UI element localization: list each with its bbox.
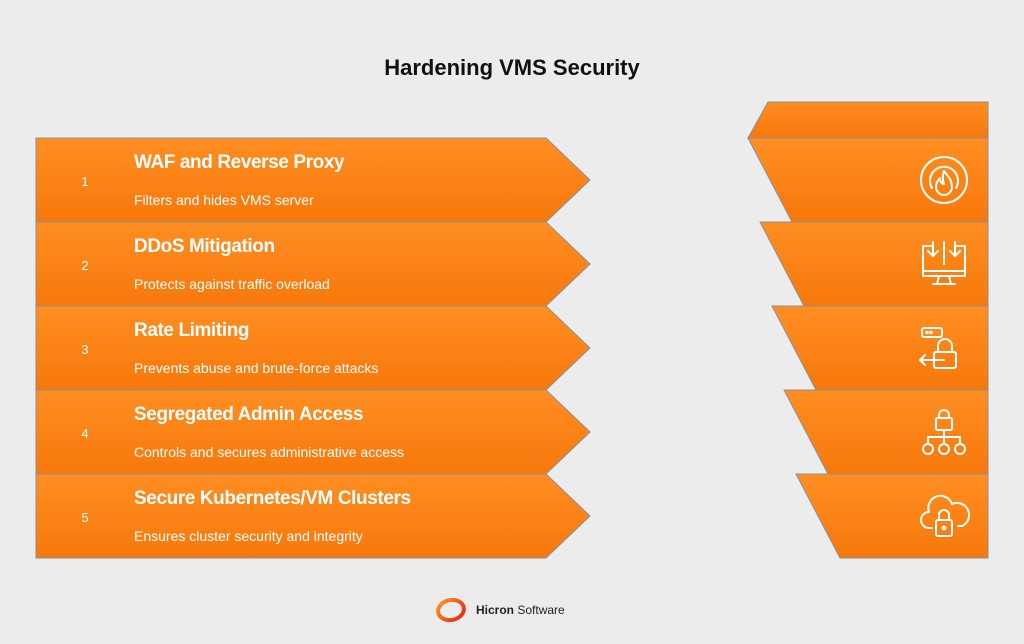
cloud-lock-icon [920,494,970,537]
step-arrow-3 [35,305,591,391]
step-title: Secure Kubernetes/VM Clusters [134,488,411,509]
step-number: 1 [81,174,89,189]
right-chevron-stack [747,101,989,559]
step-description: Prevents abuse and brute-force attacks [134,360,379,376]
step-title: Rate Limiting [134,320,250,341]
step-arrow-2 [35,221,591,307]
step-title: DDoS Mitigation [134,236,275,257]
step-arrow-1 [35,137,591,223]
lock-hierarchy-icon [922,409,966,455]
left-arrow-stack [35,137,591,559]
right-top-slab [747,101,989,139]
step-arrow-5 [35,473,591,559]
monitor-download-icon [922,241,966,285]
lock-arrow-icon [919,327,957,369]
brand-bold: Hicron [476,603,515,617]
step-arrow-4 [35,389,591,475]
step-description: Controls and secures administrative acce… [134,444,405,460]
step-title: WAF and Reverse Proxy [134,152,345,173]
footer-brand: Hicron Software [434,596,565,624]
brand-rest: Software [514,603,565,617]
step-number: 4 [81,426,89,441]
step-description: Protects against traffic overload [134,276,330,292]
hicron-logo-icon [436,597,466,623]
step-number: 5 [81,510,89,525]
fire-shield-icon [920,156,968,204]
step-number: 3 [81,342,89,357]
step-number: 2 [81,258,89,273]
brand-name: Hicron Software [476,603,565,617]
step-description: Ensures cluster security and integrity [134,528,363,544]
step-title: Segregated Admin Access [134,404,364,425]
page-title: Hardening VMS Security [384,55,640,80]
step-description: Filters and hides VMS server [134,192,314,208]
